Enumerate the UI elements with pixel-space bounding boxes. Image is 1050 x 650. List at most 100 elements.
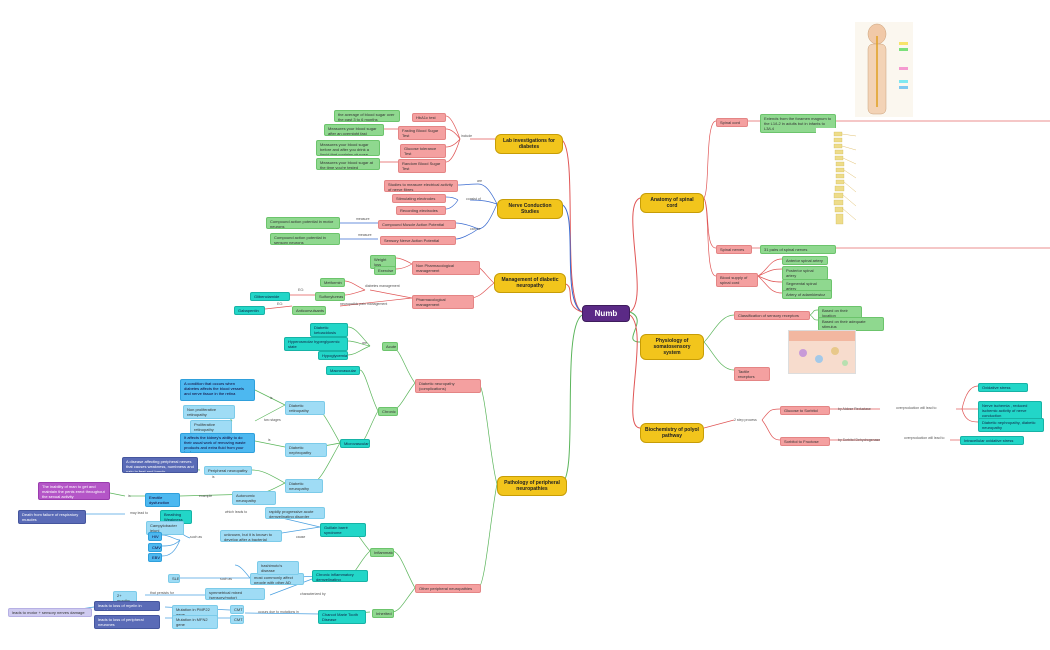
glibenclamide[interactable]: Glibenclamide [250,292,290,301]
fasting-description[interactable]: Measures your blood sugar after an overn… [324,124,384,136]
branch-anatomy[interactable]: Anatomy of spinal cord [640,193,704,213]
sle-node[interactable]: SLE [168,574,180,583]
stimulating-electrodes[interactable]: Stimulating electrodes [392,194,446,203]
recording-electrodes[interactable]: Recording electrodes [396,206,446,215]
hba1c-description[interactable]: the average of blood sugar over the past… [334,110,400,122]
branch-ncs[interactable]: Nerve Conduction Studies [497,199,563,219]
other-peripheral-neuropathies[interactable]: Other peripheral neuropathies [415,584,481,593]
pharmacological-management[interactable]: Pharmacological management [412,295,474,309]
cause-label: cause [296,535,306,539]
sorbitol-to-fructose[interactable]: Sorbitol to Fructose [780,437,830,446]
non-pharmacological-management[interactable]: Non Pharmacological management [412,261,480,275]
glucose-to-sorbitol[interactable]: Glucose to Sorbitol [780,406,830,415]
spinal-nerves-node[interactable]: Spinal nerves [716,245,752,254]
gbs-cause[interactable]: unknown, but it is known to develop afte… [220,530,282,542]
ed-description[interactable]: The inability of man to get and maintain… [38,482,110,500]
glucose-tolerance-description[interactable]: Measures your blood sugar before and aft… [316,140,380,156]
macrovascular-node[interactable]: Macrovascular [326,366,360,375]
cmap-description[interactable]: Compound action potential in motor neuro… [266,217,340,229]
intracellular-oxidative-stress[interactable]: Intracellular oxidative stress [960,436,1024,445]
chronic-node[interactable]: Chronic [378,407,398,416]
random-blood-sugar-test[interactable]: Random Blood Sugar Test [398,159,446,173]
hyperosmolar-state[interactable]: Hyperosmolar hyperglycemic state [284,337,348,351]
nephropathy-description[interactable]: It affects the kidney's ability to do th… [180,433,255,453]
diabetic-neuropathy-complications[interactable]: Diabetic neuropathy (complications) [415,379,481,393]
random-description[interactable]: Measures your blood sugar at the time yo… [316,158,380,170]
proliferative-retinopathy[interactable]: Proliferative retinopathy [190,420,232,434]
anticonvulsants[interactable]: Anticonvulsants [292,306,326,315]
loss-of-peripheral-neurones[interactable]: leads to loss of peripheral neurones [94,615,160,629]
virus-ebv[interactable]: EBV [148,553,162,562]
oxidative-stress[interactable]: Oxidative stress [978,383,1028,392]
spinal-cord-node[interactable]: Spinal cord [716,118,748,127]
mfn2-mutation[interactable]: Mutation in MFN2 gene [172,615,218,629]
peripheral-neuropathy[interactable]: Peripheral neuropathy [204,466,252,475]
microvascular-node[interactable]: Microvascular [340,439,370,448]
gabapentin[interactable]: Gabapentin [234,306,265,315]
diabetic-ketoacidosis[interactable]: Diabetic ketoacidosis [310,323,348,337]
peripheral-neuropathy-description[interactable]: A disease affecting peripheral nerves th… [122,457,198,473]
virus-cmv[interactable]: CMV [148,543,162,552]
snap-description[interactable]: Compound action potential in sensory neu… [270,233,340,245]
posterior-spinal-artery[interactable]: Posterior spinal artery [782,266,828,280]
campylobacter-jejuni[interactable]: Campylobacter jejuni [146,521,184,535]
occurs-due-label: occurs due to mutations in [258,610,299,614]
inherited-node[interactable]: Inherited [372,609,394,618]
branch-pathology[interactable]: Pathology of peripheral neuropathies [497,476,567,496]
such-as-label-2: such as [220,577,233,581]
sulfonylureas[interactable]: Sulfonylureas [315,292,345,301]
diabetic-nephropathy[interactable]: Diabetic nephropathy [285,443,327,457]
based-on-stimulus[interactable]: Based on their adequate stimulus [818,317,884,331]
such-as-label-1: such as [190,535,203,539]
gbs-description[interactable]: rapidly progressive acute demyelinating … [265,507,325,519]
cmap-node[interactable]: Compound Muscle Action Potential [378,220,456,229]
ncs-definition[interactable]: Studies to measure electrical activity o… [384,180,458,192]
overproduction-label-1: overproduction will lead to [896,406,937,410]
motor-sensory-damage[interactable]: leads to motor + sensory nerves damage [8,608,92,617]
blood-supply-node[interactable]: Blood supply of spinal cord [716,273,758,287]
charcot-marie-tooth[interactable]: Charcot Marie Tooth Disease [318,610,366,624]
inflammatory-node[interactable]: Inflammatory [370,548,394,557]
loss-of-myelin[interactable]: leads to loss of myelin in peripheral ne… [94,601,160,611]
sensory-receptor-classification[interactable]: Classification of sensory receptors [734,311,810,320]
persists-label: that persists for [150,591,174,595]
hypoglycemia[interactable]: Hypoglycemia [318,351,348,360]
hba1c-test[interactable]: HbA1c test [412,113,446,122]
guillain-barre-syndrome[interactable]: Guillain barré syndrome [320,523,366,537]
diabetic-neuropathy[interactable]: Diabetic neuropathy [285,479,323,493]
branch-biochem[interactable]: Biochemistry of polyol pathway [640,423,704,443]
acute-node[interactable]: Acute [382,342,398,351]
autonomic-neuropathy[interactable]: Autonomic neuropathy [232,491,276,505]
edge-root-biochem [629,314,641,429]
eg-label-1: EG: [298,288,305,292]
symmetrical-polyneuropathy[interactable]: symmetrical mixed (sensory/motor) polyne… [205,588,265,600]
glucose-tolerance-test[interactable]: Glucose tolerance Test [400,144,446,158]
hashimotos-disease[interactable]: hashimoto's disease [257,561,299,575]
vertebral-column-image [816,128,868,240]
dnep-is-label: is [268,438,271,442]
diabetic-complications[interactable]: Diabetic nephropathy, diabetic neuropath… [978,418,1044,432]
artery-of-adamkiewicz[interactable]: Artery of adamkiewicz [782,290,832,299]
cmt1-node[interactable]: CMT1 [230,605,244,614]
root-node[interactable]: Numb [582,305,630,322]
branch-management[interactable]: Management of diabetic neuropathy [494,273,566,293]
respiratory-failure-death[interactable]: Death from failure of respiratory muscle… [18,510,86,524]
example-label: example [199,494,213,498]
nonproliferative-retinopathy[interactable]: Non proliferative retinopathy [183,405,235,419]
erectile-dysfunction[interactable]: Erectile dysfunction [145,493,180,507]
fasting-blood-sugar-test[interactable]: Fasting Blood Sugar Test [398,126,446,140]
cmt2-node[interactable]: CMT2 [230,615,244,624]
spinal-nerve-pairs-node[interactable]: 31 pairs of spinal nerves [760,245,836,254]
retinopathy-description[interactable]: A condition that occurs when diabetes af… [180,379,255,401]
anterior-spinal-artery[interactable]: Anterior spinal artery [782,256,828,265]
measure-label-1: measure [356,217,370,221]
snap-node[interactable]: Sensory Nerve Action Potential [380,236,456,245]
metformin[interactable]: Metformin [320,278,345,287]
branch-lab[interactable]: Lab investigations for diabetes [495,134,563,154]
exercise[interactable]: Exercise [374,266,396,275]
diabetic-retinopathy[interactable]: Diabetic retinopathy [285,401,325,415]
cidp-node[interactable]: Chronic inflammatory demyelinating polyn… [312,570,368,582]
tactile-receptors[interactable]: Tactile receptors [734,367,770,381]
branch-physiology[interactable]: Physiology of somatosensory system [640,334,704,360]
virus-hiv[interactable]: HIV [148,532,162,541]
